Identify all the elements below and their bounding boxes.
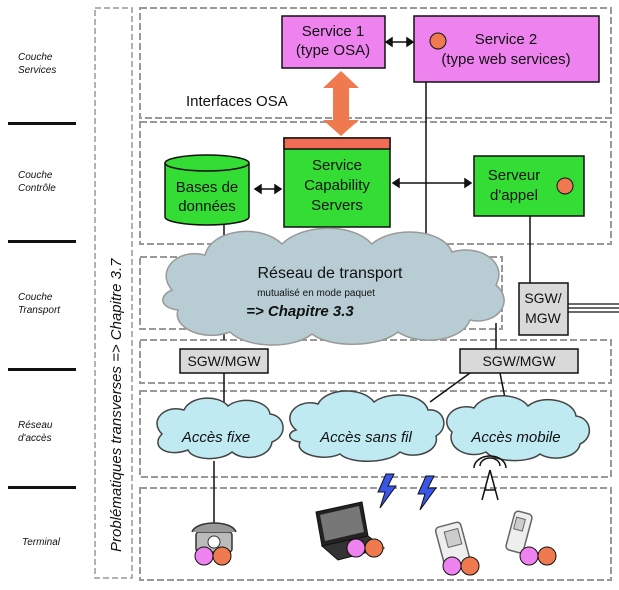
svg-text:SGW/MGW: SGW/MGW [187,353,261,369]
access-cloud-fixe: Accès fixe [156,397,284,460]
terminal-dot-pink [194,546,214,566]
pda-icon [434,521,472,571]
sgw-mgw-left-box: SGW/MGW [179,348,269,374]
terminal-dot-pink [346,538,366,558]
terminal-dot-orange [460,556,480,576]
terminal-dot-orange [537,546,557,566]
transport-subtitle: mutualisé en mode paquet [257,288,375,299]
transport-chapter: => Chapitre 3.3 [246,303,354,320]
telephone-icon [191,522,237,553]
svg-text:Accès mobile: Accès mobile [470,429,560,446]
transverse-box [94,7,133,579]
sgw-mgw-center-box: SGW/MGW [459,348,579,374]
svg-text:Service 2(type web services): Service 2(type web services) [441,31,570,68]
terminal-dot-orange [364,538,384,558]
access-cloud-mobile: Accès mobile [445,395,590,462]
svg-text:SGW/MGW: SGW/MGW [482,353,556,369]
lightning-icon [417,475,437,511]
mobile-phone-icon [505,510,533,554]
db-scs-arrow [253,183,283,195]
sgw-mgw-right-box: SGW/MGW [518,282,569,336]
svg-text:SGW/MGW: SGW/MGW [524,290,561,326]
layer-separators [8,122,76,489]
svg-text:Accès sans fil: Accès sans fil [319,429,412,446]
transport-cloud [162,227,505,346]
gateway-links [223,323,506,408]
terminal-dot-pink [442,556,462,576]
access-cloud-sans-fil: Accès sans fil [289,390,445,462]
interfaces-osa-label: Interfaces OSA [186,93,288,110]
transport-title: Réseau de transport [258,265,404,282]
svg-text:Accès fixe: Accès fixe [181,429,250,446]
lightning-icon [377,473,397,509]
terminal-dot-pink [519,546,539,566]
trunk-lines [568,303,619,313]
interfaces-osa-arrow [323,71,359,136]
scs-callserver-arrow [391,177,473,189]
layer-label-terminal: Terminal [22,537,61,548]
service-1-box: Service 1(type OSA) [281,15,386,69]
transverse-label: Problématiques transverses => Chapitre 3… [108,258,125,552]
antenna-tower-icon [473,455,507,501]
service-2-box: Service 2(type web services) [413,15,600,83]
terminal-dot-orange [212,546,232,566]
service-2-dot [429,32,447,50]
svg-text:Service 1(type OSA): Service 1(type OSA) [296,23,370,59]
call-server-dot [556,177,574,195]
service-link-arrow [384,36,415,48]
